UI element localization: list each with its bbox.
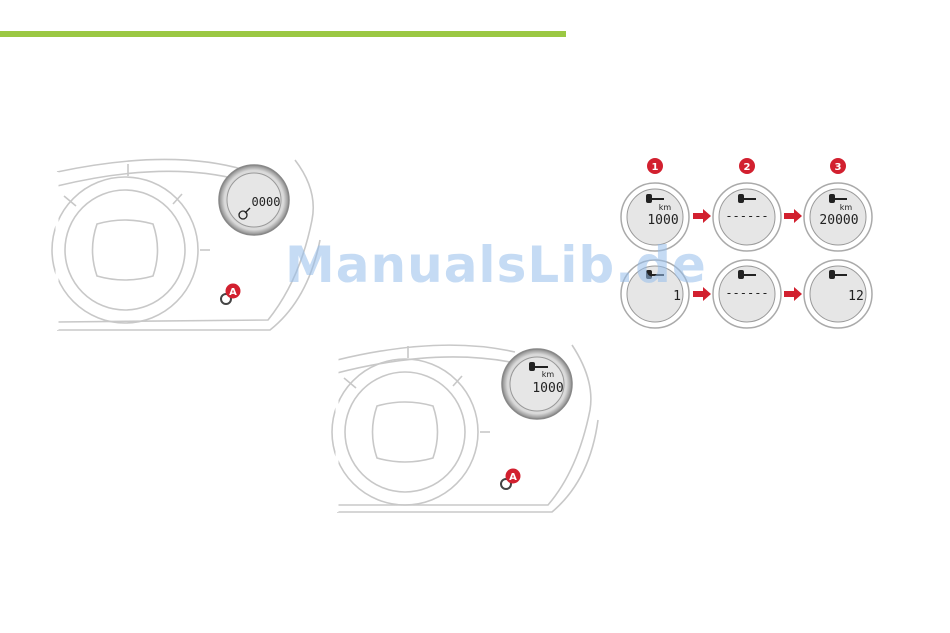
svg-text:------: ------ [725, 209, 768, 223]
badge-a-2: A [509, 472, 517, 483]
sequence-top-dial-3: km 20000 [804, 183, 872, 251]
arrow-right-icon [784, 209, 802, 223]
sequence-bottom-dial-3: 12 [804, 260, 872, 328]
svg-text:20000: 20000 [819, 213, 858, 228]
svg-text:2: 2 [744, 162, 751, 173]
svg-text:1: 1 [673, 289, 681, 304]
sequence-bottom-dial-2: ------ [713, 260, 781, 328]
arrow-right-icon [693, 287, 711, 301]
reset-button-a-1[interactable]: A [221, 284, 241, 305]
lcd-1-digits: 0000 [252, 195, 281, 209]
svg-text:1: 1 [652, 162, 659, 173]
svg-text:3: 3 [835, 162, 842, 173]
lcd-display-2: km 1000 [502, 349, 572, 419]
sequence-bottom-dial-1: 1 [621, 260, 689, 328]
arrow-right-icon [784, 287, 802, 301]
svg-text:km: km [840, 203, 853, 212]
svg-text:------: ------ [725, 286, 768, 300]
sequence-top-dial-2: ------ [713, 183, 781, 251]
lcd-2-digits: 1000 [532, 381, 563, 396]
svg-text:12: 12 [848, 289, 864, 304]
badge-a-1: A [229, 287, 237, 298]
step-badge-3: 3 [830, 158, 846, 174]
arrow-right-icon [693, 209, 711, 223]
svg-text:km: km [659, 203, 672, 212]
sequence-top-dial-1: km 1000 [621, 183, 689, 251]
step-badge-1: 1 [647, 158, 663, 174]
svg-text:1000: 1000 [647, 213, 678, 228]
step-badge-2: 2 [739, 158, 755, 174]
lcd-display-1: 0000 [219, 165, 289, 235]
lcd-2-unit: km [542, 370, 555, 379]
reset-button-a-2[interactable]: A [501, 469, 521, 490]
